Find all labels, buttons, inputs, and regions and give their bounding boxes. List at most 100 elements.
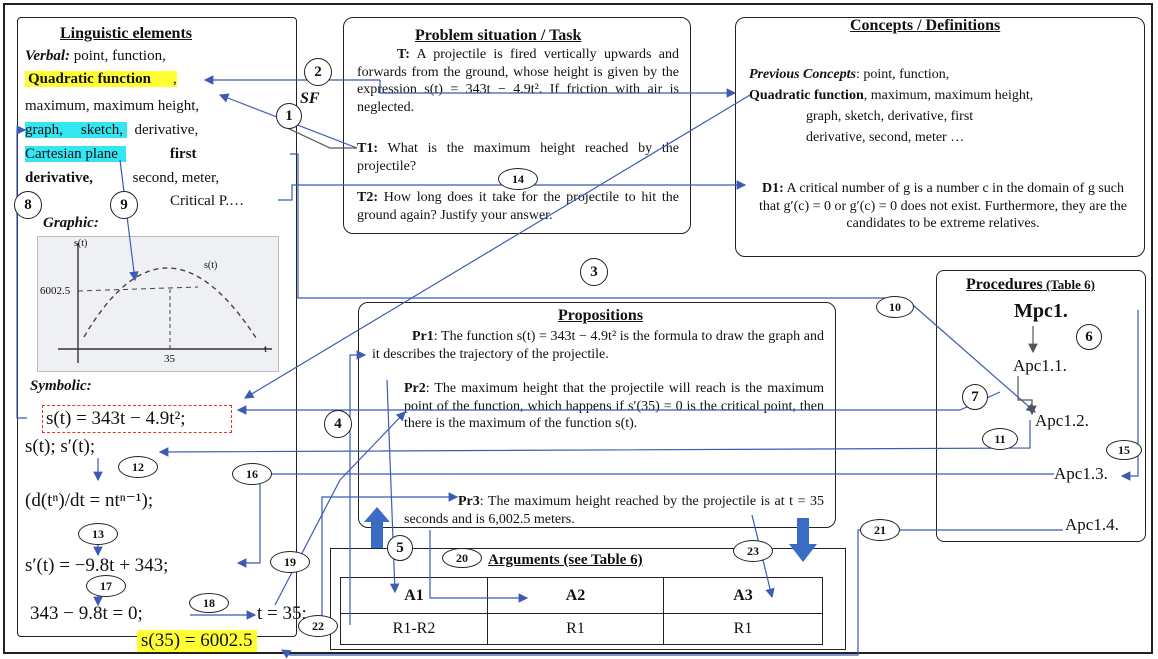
connector-10 [290,153,1036,413]
first-derivative-word: derivative, [25,170,93,186]
connector-16 [236,473,1054,568]
procedure-mpc1: Mpc1. [1014,300,1068,322]
connector-7 [1017,376,1037,416]
symbolic-expression-1: s(t) = 343t − 4.9t²; [46,408,186,429]
marker-8: 8 [14,191,42,219]
concepts-title: Concepts / Definitions [850,17,1001,34]
concepts-prev-line: Previous Concepts: point, function, [749,66,949,83]
fat-arrow-up [364,507,390,548]
procedure-apc1-3: Apc1.3. [1054,464,1108,483]
procedures-box [936,270,1146,542]
verbal-line-3: maximum, maximum height, [25,98,200,114]
task-t1-text: What is the maximum height reached by th… [357,141,679,174]
connector-5 [386,379,400,594]
symbolic-expression-4: s′(t) = −9.8t + 343; [25,555,169,576]
task-t2-text: How long does it take for the projectile… [357,190,679,223]
fat-arrow-down [789,518,817,562]
procedures-title-table: (Table 6) [1042,277,1095,292]
marker-17: 17 [86,575,126,597]
d1-label: D1: [762,181,784,196]
connector-2-concepts [379,80,737,98]
connector-1-tail [282,125,357,149]
sketch-highlight: sketch, [80,122,127,138]
marker-5: 5 [387,535,413,561]
marker-7: 7 [962,384,988,410]
marker-9: 9 [110,191,138,219]
connector-9 [119,159,139,282]
symbolic-label: Symbolic: [30,378,92,394]
sf-label: SF [300,90,320,107]
connector-21 [280,529,1063,659]
sym1-dashed-box [42,405,232,433]
linguistic-title: Linguistic elements [60,25,192,42]
task-t-label: T: [397,47,410,62]
pr3-text: : The maximum height reached by the proj… [404,494,824,527]
marker-22: 22 [298,615,338,637]
argument-a3-cell: R1 [663,613,823,645]
symbolic-expression-5a: 343 − 9.8t = 0; [30,603,143,624]
procedures-title: Procedures [966,276,1043,293]
concepts-list-rest: , maximum, maximum height, [863,88,1034,103]
graph-parabola [83,267,259,342]
marker-12: 12 [118,456,158,478]
connector-pr1 [349,350,367,625]
verbal-label: Verbal: [25,48,70,64]
marker-15: 15 [1106,440,1142,460]
problem-title: Problem situation / Task [415,27,582,44]
marker-21: 21 [860,519,900,541]
second-meter: second, meter, [132,170,220,186]
concepts-quad: Quadratic function [749,88,864,103]
graph-xvalue: 35 [164,353,175,365]
symbolic-expression-2: s(t); s′(t); [25,436,96,457]
arguments-title: Arguments (see Table 6) [488,552,643,568]
pr1-text: : The function s(t) = 343t − 4.9t² is th… [372,329,824,362]
problem-t2: T2: How long does it take for the projec… [357,189,679,224]
verbal-line-6: derivative, second, meter, [25,170,219,187]
pr2-label: Pr2 [404,381,426,396]
concepts-line4: derivative, second, meter … [806,130,965,145]
marker-14: 14 [498,168,538,190]
marker-20: 20 [442,548,482,568]
marker-13: 13 [78,523,118,545]
definition-d1: D1: A critical number of g is a number c… [752,180,1134,233]
critical-point-text: Critical P.… [170,193,245,209]
marker-16: 16 [232,463,272,485]
verbal-line-1: Verbal: point, function, [25,48,166,65]
procedures-title-line: Procedures (Table 6) [966,276,1095,294]
propositions-box [358,302,836,528]
quadratic-function-highlight: Quadratic function [25,71,173,87]
d1-text: A critical number of g is a number c in … [759,181,1127,231]
connector-8 [16,125,27,419]
graph-curve-label: s(t) [204,260,218,271]
graph-yvalue: 6002.5 [40,285,71,297]
marker-19: 19 [270,551,310,573]
graph-xlabel: t [264,343,268,355]
graph-sketch-svg [58,243,272,363]
marker-23: 23 [733,540,773,562]
concepts-box [735,17,1145,257]
task-t-text: A projectile is fired vertically upwards… [357,47,679,115]
arguments-box [330,548,846,650]
connector-11 [158,420,1031,457]
problem-t: T: A projectile is fired vertically upwa… [357,46,679,116]
proposition-pr3: Pr3: The maximum height reached by the p… [404,493,824,528]
diagram-frame [3,3,1153,654]
connector-4 [236,391,1001,415]
marker-6: 6 [1076,324,1102,350]
marker-3: 3 [580,258,608,286]
connector-22 [321,492,459,630]
concepts-line2: Quadratic function, maximum, maximum hei… [749,87,1144,104]
symbolic-expression-6: s(35) = 6002.5 [137,630,257,652]
procedure-apc1-1: Apc1.1. [1013,356,1067,375]
pr3-label: Pr3 [458,494,480,509]
graph-sketch: s(t) s(t) 6002.5 35 t [37,236,279,372]
marker-2: 2 [304,58,332,86]
concepts-prev-label: Previous Concepts [749,67,856,82]
connector-3 [243,94,751,399]
propositions-title: Propositions [558,307,644,324]
marker-18: 18 [189,593,229,613]
connector-15 [1120,310,1139,481]
verbal-line-4: graph,sketch, derivative, [25,122,198,139]
verbal-text-1: point, function, [73,48,166,64]
